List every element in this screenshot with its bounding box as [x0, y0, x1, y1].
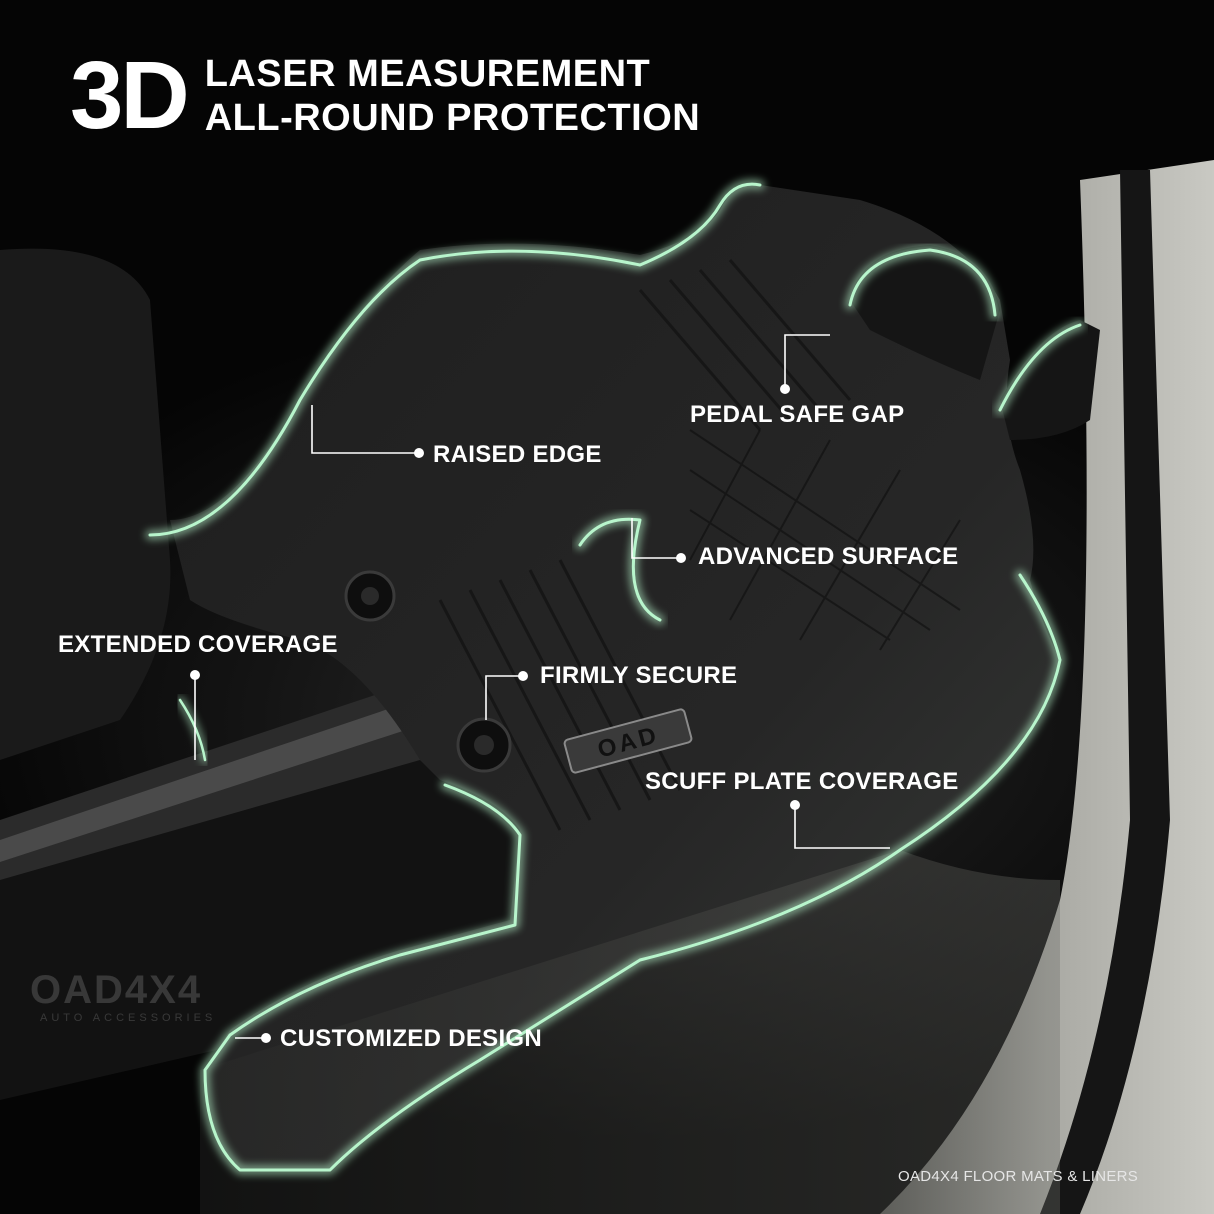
- callout-extended-coverage: EXTENDED COVERAGE: [58, 631, 338, 658]
- retention-clip-upper-center: [361, 587, 379, 605]
- brake-pedal: [850, 245, 1000, 380]
- raised-edge-glow: [145, 179, 1085, 1175]
- dot-customized-design: [261, 1033, 271, 1043]
- accelerator-pedal: [1000, 320, 1100, 440]
- brand-watermark: OAD4X4 AUTO ACCESSORIES: [30, 970, 216, 1024]
- mat-diamond-pattern: [689, 429, 961, 651]
- callout-scuff-plate-coverage: SCUFF PLATE COVERAGE: [645, 768, 959, 795]
- door-seal: [1040, 170, 1170, 1214]
- headline-text: LASER MEASUREMENT ALL-ROUND PROTECTION: [205, 52, 701, 140]
- callout-customized-design: CUSTOMIZED DESIGN: [280, 1025, 543, 1052]
- callout-firmly-secure: FIRMLY SECURE: [540, 662, 738, 689]
- headline-line-1: LASER MEASUREMENT: [204, 53, 651, 95]
- footer-caption: OAD4X4 FLOOR MATS & LINERS: [898, 1168, 1139, 1185]
- headline-3d: 3D: [70, 42, 190, 149]
- mat-ridges: [438, 259, 852, 831]
- dot-raised-edge: [414, 448, 424, 458]
- callout-raised-edge: RAISED EDGE: [433, 441, 602, 468]
- headline-line-2: ALL-ROUND PROTECTION: [204, 97, 701, 139]
- dot-pedal-safe-gap: [780, 384, 790, 394]
- dot-scuff-plate-coverage: [790, 800, 800, 810]
- callout-advanced-surface: ADVANCED SURFACE: [698, 543, 959, 570]
- headline: 3D LASER MEASUREMENT ALL-ROUND PROTECTIO…: [70, 48, 700, 144]
- scuff-sill: [200, 850, 1060, 1214]
- seat-rail-highlight: [0, 705, 412, 862]
- callout-pedal-safe-gap: PEDAL SAFE GAP: [690, 401, 905, 428]
- dot-firmly-secure: [518, 671, 528, 681]
- watermark-sub: AUTO ACCESSORIES: [40, 1012, 217, 1024]
- seat: [0, 248, 171, 761]
- callout-leader-lines: [194, 334, 890, 1039]
- watermark-main: OAD4X4: [30, 968, 203, 1012]
- dot-extended-coverage: [190, 670, 200, 680]
- dot-advanced-surface: [676, 553, 686, 563]
- mat-body: [170, 184, 1060, 1170]
- retention-clip-lower-center: [474, 735, 494, 755]
- mat-badge: OAD: [563, 708, 693, 774]
- carpet: [0, 760, 520, 1100]
